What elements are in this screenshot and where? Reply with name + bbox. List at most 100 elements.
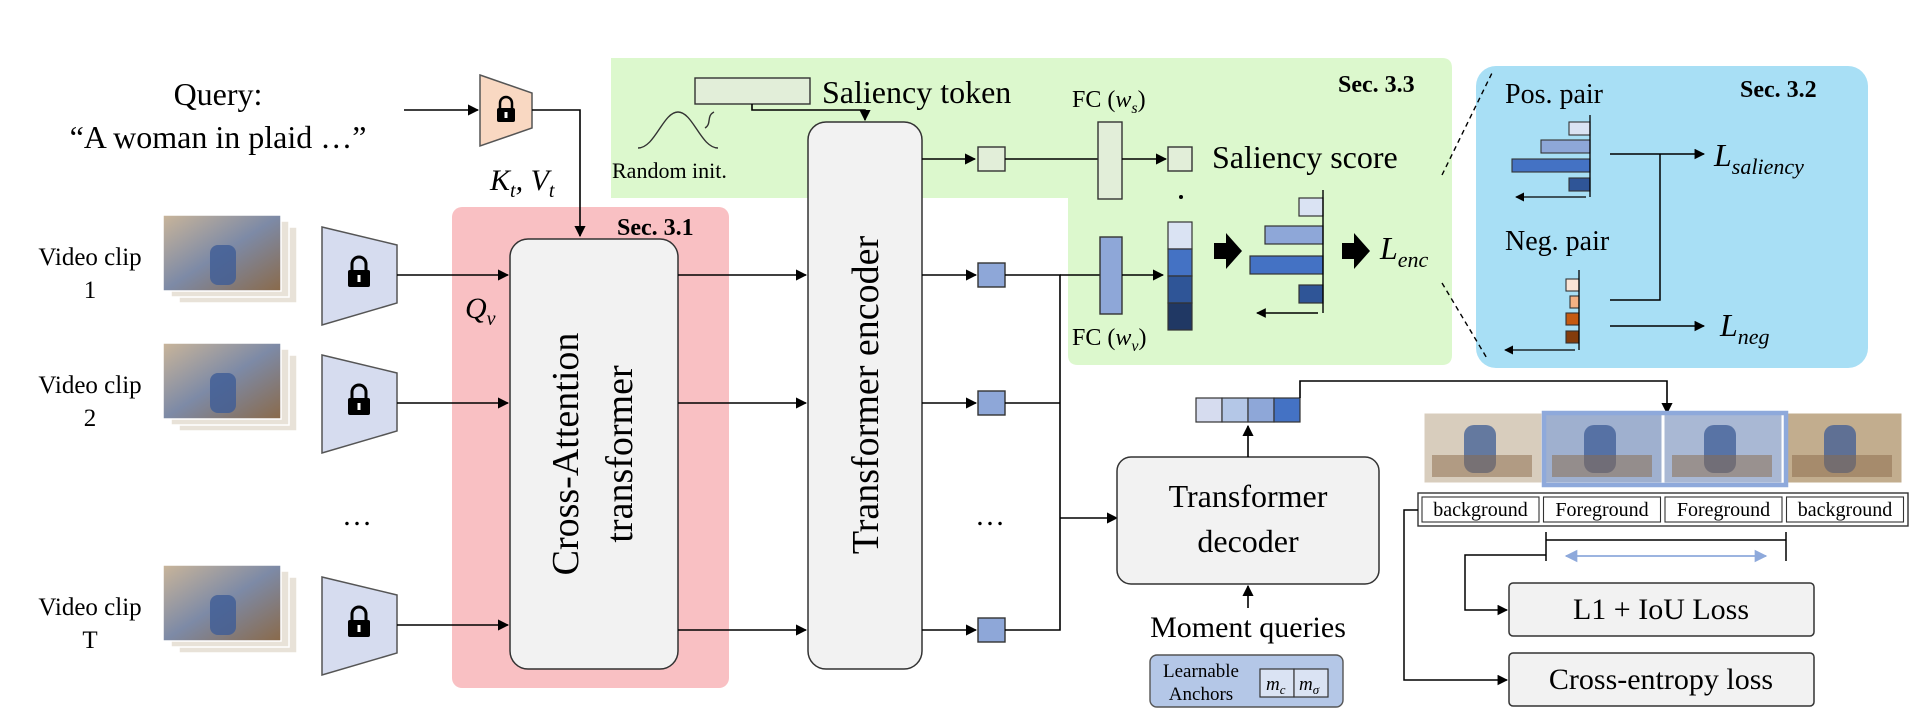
anchors-line1: Learnable	[1163, 661, 1239, 682]
timeline-frame-2	[1543, 412, 1663, 484]
neg-bar-4	[1565, 330, 1580, 344]
video-clip-label-line1: Video clip	[38, 372, 141, 399]
segments-to-ce-arrow	[1403, 509, 1509, 686]
loss-enc: Lenc	[1379, 230, 1429, 272]
neg-to-lsal-line	[1610, 154, 1661, 301]
kt-vt-label: Kt, Vt	[489, 164, 555, 202]
video-clip-label-line2: 1	[84, 277, 97, 304]
cross-attention-line2: transformer	[599, 365, 641, 543]
timeline-frame-3	[1663, 412, 1783, 484]
pos-bar-1	[1568, 121, 1591, 136]
timeline-frame-1	[1423, 412, 1543, 484]
text-encoder-to-cross-arrow	[532, 109, 586, 238]
lock-icon	[348, 383, 370, 415]
transformer-encoder	[807, 121, 923, 670]
lock-icon	[348, 605, 370, 637]
random-init-label: Random init.	[612, 158, 727, 183]
output-to-frames-arrow	[1299, 380, 1673, 415]
rank-bar-4	[1298, 284, 1324, 304]
query-label: Query:	[174, 76, 263, 112]
video-frame-figure	[210, 595, 236, 635]
video-clip-label-line1: Video clip	[38, 244, 141, 271]
anchors-line2: Anchors	[1169, 684, 1233, 705]
saliency-score-label: Saliency score	[1212, 139, 1398, 175]
cross-entropy-loss-box	[1508, 652, 1815, 707]
qv-label: Qv	[465, 292, 496, 330]
score-stack-cell-4	[1167, 302, 1193, 331]
score-stack-cell-1	[1167, 221, 1193, 250]
sec32-region	[1476, 66, 1868, 368]
ellipsis-features: …	[975, 499, 1005, 532]
video-clip-row-1: Video clip 1	[38, 214, 510, 327]
fc-ws-label: FC (ws)	[1072, 87, 1146, 117]
segment-label: Foreground	[1677, 499, 1770, 521]
query-text: “A woman in plaid …”	[70, 119, 367, 155]
pos-pair-label: Pos. pair	[1505, 79, 1604, 110]
foreground-highlight	[1541, 410, 1789, 488]
cross-attention-transformer	[509, 238, 679, 670]
segment-cell	[1664, 496, 1783, 523]
video-clip-label-line1: Video clip	[38, 594, 141, 621]
l1-iou-loss-box	[1508, 582, 1815, 637]
anchor-msig-cell	[1293, 668, 1329, 698]
segment-label: Foreground	[1555, 499, 1648, 521]
transformer-encoder-label: Transformer encoder	[845, 235, 887, 554]
lock-icon	[497, 95, 515, 122]
video-clip-label-line2: 2	[84, 405, 97, 432]
decoder-line1: Transformer	[1169, 478, 1328, 514]
sec33-label: Sec. 3.3	[1338, 72, 1415, 98]
pos-bar-4	[1568, 177, 1591, 192]
decoder-output-cell-4	[1273, 397, 1301, 423]
timeline-frame-4	[1783, 412, 1903, 484]
saliency-token	[694, 77, 811, 105]
fc-wv-block	[1099, 236, 1123, 315]
fc-wv-label: FC (wv)	[1072, 325, 1146, 355]
score-stack-cell-2	[1167, 248, 1193, 277]
encoder-feature-3	[977, 617, 1006, 643]
anchor-msig-label: mσ	[1299, 674, 1320, 697]
rank-bar-3	[1249, 255, 1324, 275]
saliency-token-arrow	[751, 104, 871, 122]
score-stack-cell-3	[1167, 275, 1193, 304]
zoom-line-top	[1441, 72, 1493, 176]
l1-iou-loss-label: L1 + IoU Loss	[1573, 593, 1749, 626]
features-to-decoder-merge	[1005, 274, 1061, 631]
rank-bar-2	[1264, 225, 1324, 245]
lock-icon	[348, 255, 370, 287]
random-init-curve	[637, 111, 719, 149]
pos-bar-3	[1511, 158, 1591, 173]
neg-bar-2	[1569, 295, 1580, 309]
decoder-output-cell-3	[1247, 397, 1275, 423]
span-to-l1-arrow	[1464, 554, 1546, 616]
loss-neg: Lneg	[1719, 307, 1770, 349]
moment-queries-label: Moment queries	[1150, 611, 1346, 644]
loss-saliency: Lsaliency	[1713, 137, 1804, 179]
pos-bar-2	[1540, 139, 1591, 154]
cross-entropy-loss-label: Cross-entropy loss	[1549, 663, 1773, 696]
decoder-output-cell-2	[1221, 397, 1249, 423]
block-arrow-2	[1342, 233, 1370, 269]
neg-bar-3	[1565, 312, 1580, 326]
anchor-mc-label: mc	[1266, 674, 1286, 697]
encoder-feature-1	[977, 262, 1006, 288]
random-init-connector	[704, 111, 715, 129]
rank-bar-1	[1298, 197, 1324, 217]
fc-ws-block	[1097, 121, 1123, 200]
block-arrow-1	[1214, 233, 1242, 269]
concat-dot	[1179, 195, 1183, 199]
neg-bar-1	[1565, 278, 1580, 292]
decoder-line2: decoder	[1197, 523, 1299, 559]
segment-cell	[1785, 496, 1905, 523]
segment-cell	[1421, 496, 1540, 523]
video-clip-label-line2: T	[82, 627, 97, 654]
video-frame-figure	[210, 245, 236, 285]
zoom-line-bottom	[1441, 282, 1489, 361]
saliency-feature	[977, 146, 1006, 172]
transformer-decoder	[1116, 456, 1380, 585]
sec32-label: Sec. 3.2	[1740, 77, 1817, 103]
segment-label: background	[1798, 499, 1892, 521]
segment-cell	[1542, 496, 1662, 523]
video-frame-figure	[210, 373, 236, 413]
